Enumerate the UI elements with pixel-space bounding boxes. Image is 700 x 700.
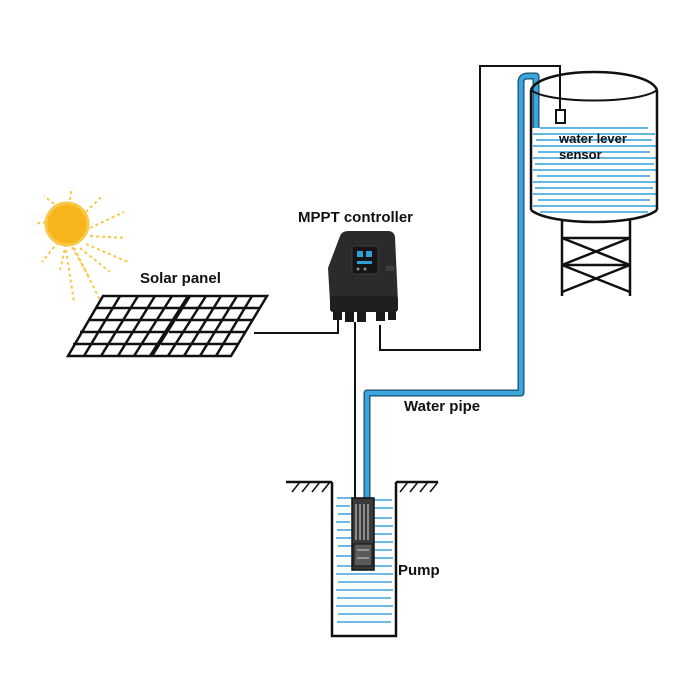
level-sensor-icon: [555, 109, 566, 124]
well-icon: [286, 480, 439, 638]
water-tank-icon: [529, 70, 659, 296]
solar-panel-label: Solar panel: [140, 270, 221, 287]
pump-label: Pump: [398, 562, 440, 579]
sensor-label-line2: sensor: [559, 147, 602, 162]
mppt-controller-label: MPPT controller: [298, 209, 414, 226]
sensor-label-line1: water lever: [559, 131, 627, 146]
solar-panel-icon: [65, 294, 270, 358]
pump-icon: [351, 497, 375, 571]
sun-icon: [33, 187, 129, 303]
sensor-label: water lever sensor: [559, 131, 627, 163]
water-pipe-label: Water pipe: [404, 398, 481, 415]
water-pipe: [363, 72, 540, 518]
mppt-controller-icon: [328, 231, 398, 322]
wires: [254, 65, 561, 498]
